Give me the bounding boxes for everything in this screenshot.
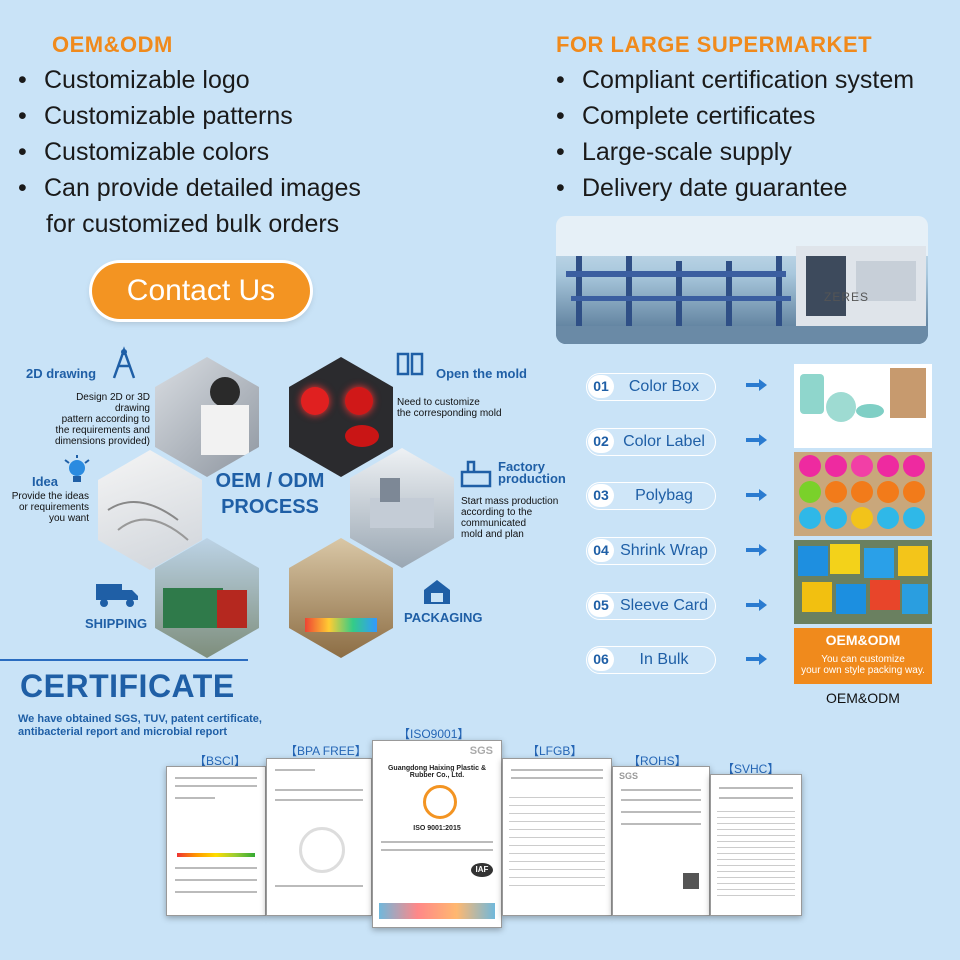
- svhc-certificate: [710, 774, 802, 916]
- label-bsci: 【BSCI】: [194, 754, 247, 768]
- arrow-right-icon: [746, 599, 767, 611]
- supermarket-header: FOR LARGE SUPERMARKET: [556, 32, 873, 57]
- oem-odm-card: OEM&ODM You can customize your own style…: [794, 628, 932, 684]
- hex-factory-photo: [350, 448, 454, 568]
- color-box-photo: [794, 364, 932, 448]
- drawing-icon: [108, 346, 140, 385]
- oem-card-title: OEM&ODM: [825, 632, 901, 648]
- arrow-right-icon: [746, 544, 767, 556]
- bullet-delivery: •Delivery date guarantee: [556, 174, 848, 202]
- label-svhc: 【SVHC】: [722, 762, 780, 776]
- bullet-compliant: •Compliant certification system: [556, 66, 915, 94]
- process-title-2: PROCESS: [221, 496, 319, 518]
- arrow-right-icon: [746, 653, 767, 665]
- label-bpa-free: 【BPA FREE】: [285, 744, 367, 758]
- shipping-title: SHIPPING: [85, 616, 148, 631]
- shrink-wrap-photo: [794, 540, 932, 624]
- drawing-title: 2D drawing: [26, 366, 97, 381]
- iso-standard: ISO 9001:2015: [413, 825, 461, 832]
- bullet-supply: •Large-scale supply: [556, 138, 792, 166]
- certificate-desc-1: We have obtained SGS, TUV, patent certif…: [18, 713, 262, 725]
- bpa-free-certificate: [266, 758, 372, 916]
- factory-icon: [460, 458, 494, 493]
- certificate-divider: [0, 659, 248, 661]
- arrow-right-icon: [746, 434, 767, 446]
- arrow-right-icon: [746, 489, 767, 501]
- oem-odm-caption: OEM&ODM: [826, 690, 900, 706]
- label-iso9001: 【ISO9001】: [398, 727, 470, 741]
- bsci-certificate: [166, 766, 266, 916]
- mold-icon: [396, 350, 424, 383]
- arrow-right-icon: [746, 379, 767, 391]
- bullet-images: •Can provide detailed images: [18, 174, 361, 202]
- label-lfgb: 【LFGB】: [527, 744, 583, 758]
- shipping-truck-icon: [96, 580, 140, 613]
- hex-packaging-photo: [289, 538, 393, 658]
- bullet-images-cont: for customized bulk orders: [46, 210, 340, 238]
- idea-title: Idea: [32, 474, 59, 489]
- mold-title: Open the mold: [436, 366, 527, 381]
- oem-odm-header: OEM&ODM: [52, 32, 173, 57]
- sgs-logo: SGS: [619, 771, 639, 781]
- iso-company: Guangdong Haixing Plastic & Rubber Co., …: [387, 765, 486, 779]
- iaf-logo: IAF: [471, 863, 493, 877]
- sgs-logo: SGS: [469, 745, 493, 757]
- factory-photo: ZERES: [556, 216, 928, 344]
- oem-card-line2: your own style packing way.: [801, 665, 925, 676]
- lightbulb-icon: [62, 455, 92, 492]
- hex-mold-photo: [289, 357, 393, 477]
- certificate-title: CERTIFICATE: [20, 668, 235, 704]
- bullet-patterns: •Customizable patterns: [18, 102, 293, 130]
- packaging-title: PACKAGING: [404, 610, 483, 625]
- color-label-photo: [794, 452, 932, 536]
- iso9001-certificate: SGS Guangdong Haixing Plastic & Rubber C…: [372, 740, 502, 928]
- bullet-logo: •Customizable logo: [18, 66, 250, 94]
- lfgb-certificate: [502, 758, 612, 916]
- bullet-certificates: •Complete certificates: [556, 102, 816, 130]
- process-title-1: OEM / ODM: [215, 470, 325, 492]
- rohs-certificate: SGS: [612, 766, 710, 916]
- label-rohs: 【ROHS】: [628, 754, 687, 768]
- factory-sign: ZERES: [824, 290, 870, 304]
- packaging-icon: [422, 578, 452, 611]
- contact-us-button[interactable]: Contact Us: [92, 263, 310, 319]
- bullet-colors: •Customizable colors: [18, 138, 270, 166]
- oem-card-line1: You can customize: [821, 654, 905, 665]
- certificate-desc-2: antibacterial report and microbial repor…: [18, 726, 228, 738]
